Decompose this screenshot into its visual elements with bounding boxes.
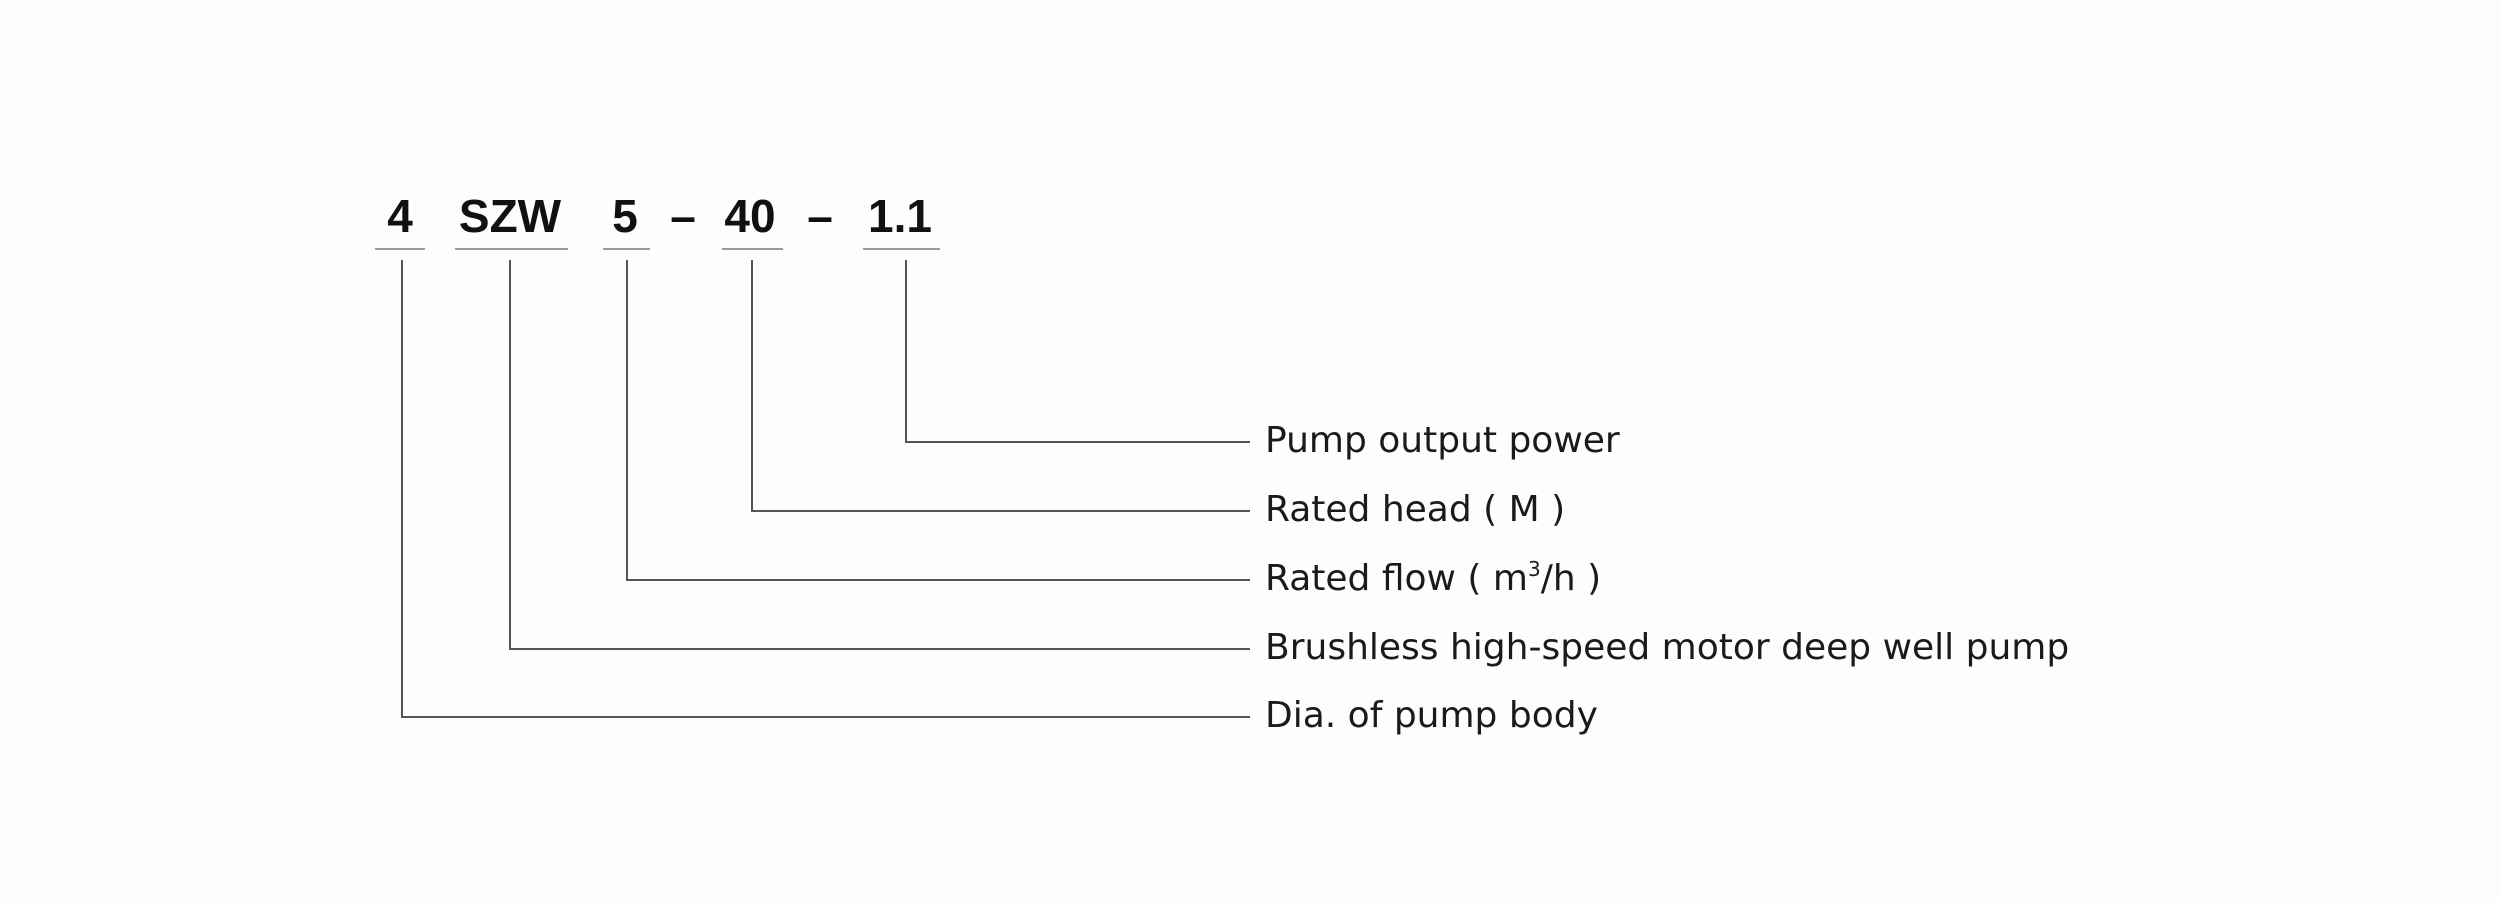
label-rated-flow-superscript: 3 [1528,557,1541,581]
code-segment-flow: 5 [612,190,638,242]
leader-line-power [905,260,1250,443]
code-separator-1: – [670,190,696,242]
label-rated-flow-prefix: Rated flow ( m [1265,558,1528,599]
leader-line-flow [626,260,1250,581]
code-segment-head: 40 [724,190,775,242]
label-rated-flow: Rated flow ( m3/h ) [1265,557,1601,599]
code-separator-2: – [807,190,833,242]
leader-line-diameter [401,260,1250,718]
code-segment-series: SZW [459,190,562,242]
label-output-power: Pump output power [1265,420,1620,461]
code-segment-diameter: 4 [387,190,413,242]
label-motor-type: Brushless high-speed motor deep well pum… [1265,627,2069,668]
leader-line-motor [509,260,1250,650]
label-diameter: Dia. of pump body [1265,695,1598,736]
leader-line-head [751,260,1250,512]
code-segment-power: 1.1 [868,190,932,242]
label-rated-head: Rated head ( M ) [1265,489,1565,530]
label-rated-flow-suffix: /h ) [1541,558,1601,599]
